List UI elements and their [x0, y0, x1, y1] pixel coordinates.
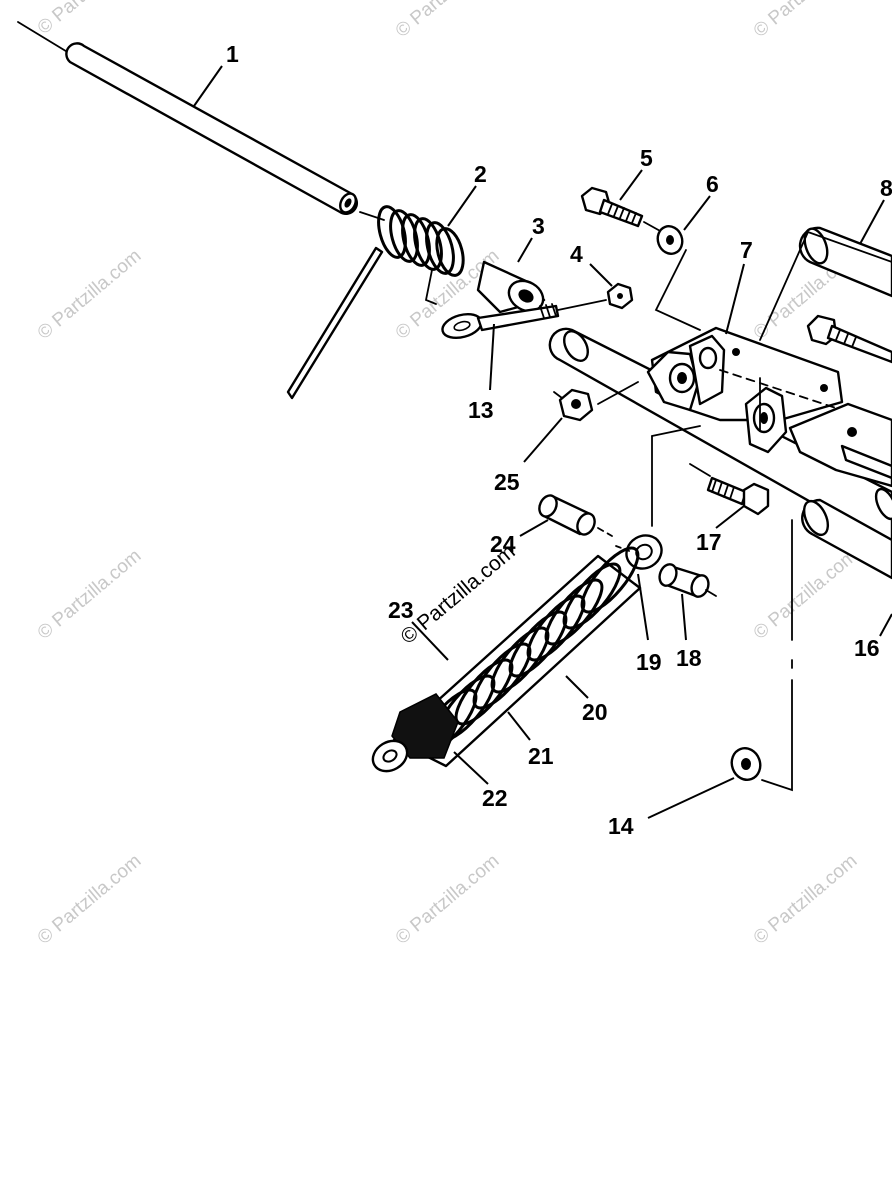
callout-4: 4 [570, 241, 583, 267]
callout-13: 13 [468, 397, 494, 423]
callout-7: 7 [740, 237, 753, 263]
watermark: © Partzilla.com [750, 0, 862, 42]
upper-right-bolt [806, 314, 892, 364]
callout-20: 20 [582, 699, 608, 725]
part-17-bolt [689, 463, 770, 516]
leader-lines [193, 65, 892, 819]
callout-6: 6 [706, 171, 719, 197]
part-25-nut [553, 388, 594, 422]
callout-18: 18 [676, 645, 702, 671]
callout-21: 21 [528, 743, 554, 769]
watermarks: © Partzilla.com © Partzilla.com © Partzi… [34, 0, 862, 949]
part-8-tube [759, 226, 892, 341]
callout-16: 16 [854, 635, 880, 661]
callout-14: 14 [608, 813, 634, 839]
callout-5: 5 [640, 145, 653, 171]
second-bracket [744, 386, 892, 488]
part-1-shaft [17, 21, 359, 215]
part-3-bushing [476, 260, 546, 314]
part-18-sleeve [658, 563, 717, 598]
callout-3: 3 [532, 213, 545, 239]
watermark: © Partzilla.com [750, 545, 862, 643]
callout-17: 17 [696, 529, 722, 555]
watermark: © Partzilla.com [392, 850, 504, 948]
part-13-eye-bolt [441, 299, 607, 340]
lower-cross-tube [801, 487, 892, 580]
watermark: © Partzilla.com [34, 0, 146, 39]
callout-25: 25 [494, 469, 520, 495]
part-24-sleeve [538, 494, 613, 537]
callout-22: 22 [482, 785, 508, 811]
callout-8: 8 [880, 175, 892, 201]
callout-2: 2 [474, 161, 487, 187]
callouts: 1 2 3 4 5 6 7 8 13 14 16 17 18 19 20 21 … [226, 41, 892, 839]
callout-19: 19 [636, 649, 662, 675]
watermark: © Partzilla.com [34, 245, 146, 343]
watermark: © Partzilla.com [392, 0, 504, 42]
part-4-nut [606, 282, 634, 310]
callout-23: 23 [388, 597, 414, 623]
watermark: © Partzilla.com [34, 850, 146, 948]
assembly-guides [597, 249, 793, 792]
part-14-washer [730, 747, 762, 781]
part-7-bracket [646, 326, 844, 422]
shock-absorber [371, 534, 663, 773]
watermark: © Partzilla.com [750, 850, 862, 948]
part-6-washer [656, 225, 684, 255]
part-5-bolt [580, 186, 663, 233]
part-2-torsion-spring [286, 205, 465, 400]
callout-1: 1 [226, 41, 239, 67]
watermark: © Partzilla.com [34, 545, 146, 643]
callout-24: 24 [490, 531, 516, 557]
